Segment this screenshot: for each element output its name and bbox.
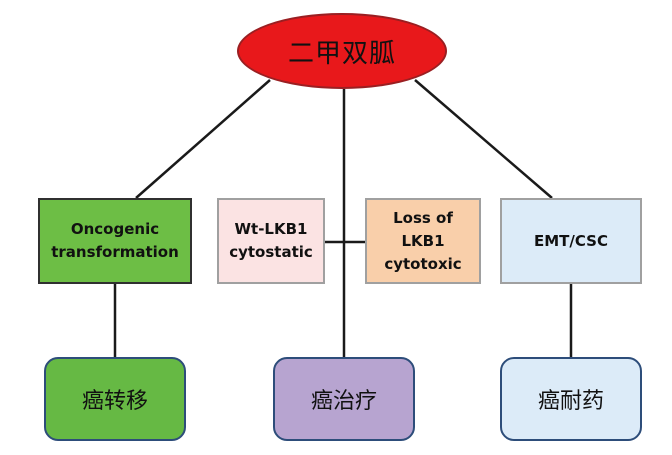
connector-root-to-emt [414,79,553,199]
root-node-metformin: 二甲双胍 [237,13,447,89]
node-wt-lkb1-cytostatic: Wt-LKB1 cytostatic [217,198,325,284]
node-cancer-treatment: 癌治疗 [273,357,415,441]
node-cancer-metastasis: 癌转移 [44,357,186,441]
node-cancer-drug-resistance: 癌耐药 [500,357,642,441]
node-emt-csc: EMT/CSC [500,198,642,284]
node-oncogenic-transformation: Oncogenic transformation [38,198,192,284]
node-loss-of-lkb1-cytotoxic: Loss of LKB1 cytotoxic [365,198,481,284]
connector-root-to-oncogenic [135,79,271,199]
